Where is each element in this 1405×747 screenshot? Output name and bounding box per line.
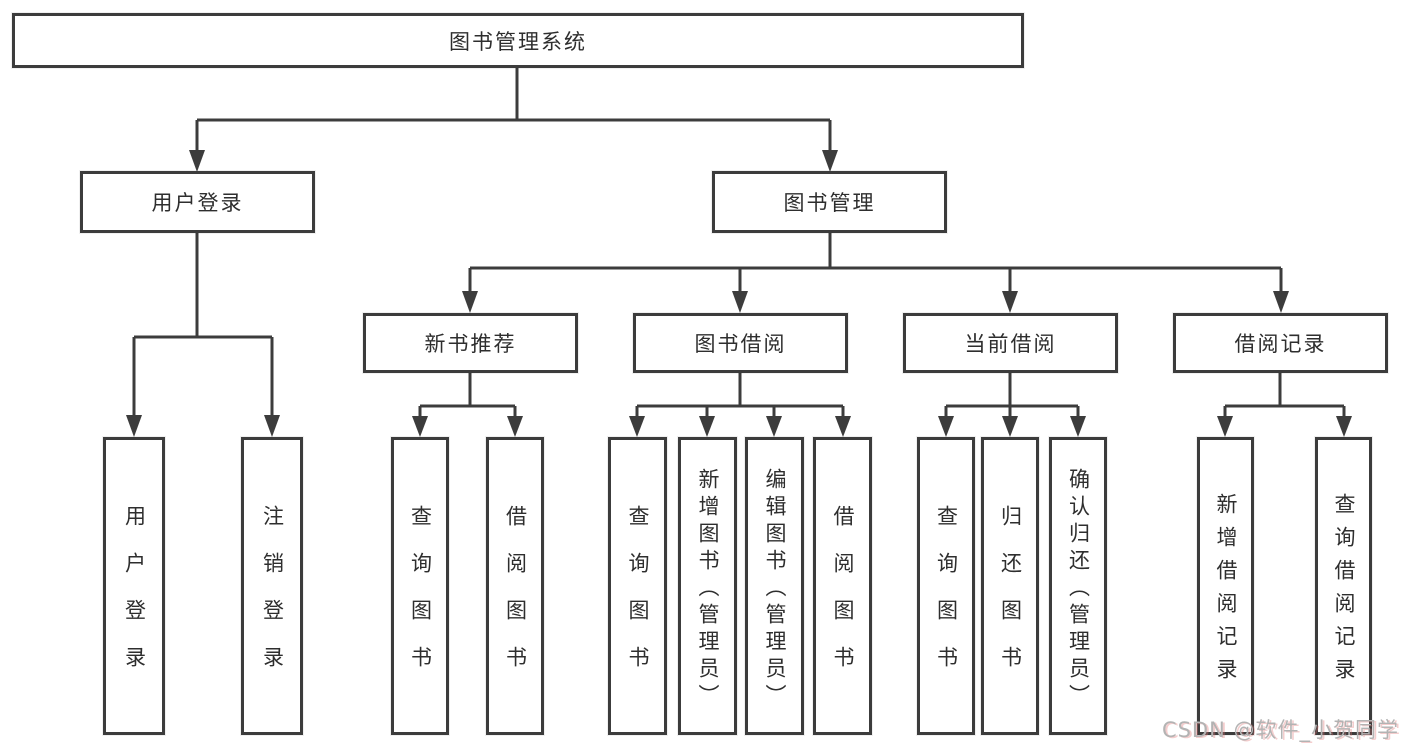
- leaf-current-query-books: 查询图书: [917, 437, 975, 735]
- node-current-borrow: 当前借阅: [903, 313, 1118, 373]
- leaf-label: 查询图书: [934, 505, 959, 693]
- leaf-label: 编辑图书（管理员）: [763, 467, 787, 711]
- watermark: CSDN @软件_小贺同学: [1161, 718, 1399, 742]
- leaf-borrow-edit-books-admin: 编辑图书（管理员）: [745, 437, 804, 735]
- leaf-current-confirm-return-admin: 确认归还（管理员）: [1049, 437, 1107, 735]
- arrowheads: [126, 150, 1352, 437]
- leaf-label: 注销登录: [260, 505, 285, 693]
- leaf-label: 借阅图书: [831, 505, 855, 693]
- leaf-newbook-query-books: 查询图书: [391, 437, 449, 735]
- leaf-records-query-borrow-record: 查询借阅记录: [1315, 437, 1372, 735]
- leaf-label: 借阅图书: [503, 505, 528, 693]
- leaf-label: 归还图书: [998, 505, 1023, 693]
- leaf-logout: 注销登录: [241, 437, 303, 735]
- leaf-label: 查询图书: [408, 505, 433, 693]
- leaf-label: 新增图书（管理员）: [696, 467, 720, 711]
- leaf-borrow-query-books: 查询图书: [608, 437, 667, 735]
- leaf-label: 确认归还（管理员）: [1066, 467, 1091, 711]
- node-borrow-records: 借阅记录: [1173, 313, 1388, 373]
- node-book-management: 图书管理: [712, 171, 947, 233]
- leaf-label: 查询借阅记录: [1332, 493, 1356, 691]
- leaf-user-login: 用户登录: [103, 437, 165, 735]
- node-book-borrow: 图书借阅: [633, 313, 848, 373]
- leaf-borrow-borrow-books: 借阅图书: [813, 437, 872, 735]
- leaf-borrow-add-books-admin: 新增图书（管理员）: [678, 437, 737, 735]
- leaf-label: 用户登录: [122, 505, 147, 693]
- leaf-newbook-borrow-books: 借阅图书: [486, 437, 544, 735]
- node-user-login: 用户登录: [80, 171, 315, 233]
- node-new-book-recommend: 新书推荐: [363, 313, 578, 373]
- leaf-current-return-books: 归还图书: [981, 437, 1039, 735]
- leaf-label: 新增借阅记录: [1214, 493, 1238, 691]
- leaf-label: 查询图书: [626, 505, 650, 693]
- leaf-records-add-borrow-record: 新增借阅记录: [1197, 437, 1254, 735]
- node-root: 图书管理系统: [12, 13, 1024, 68]
